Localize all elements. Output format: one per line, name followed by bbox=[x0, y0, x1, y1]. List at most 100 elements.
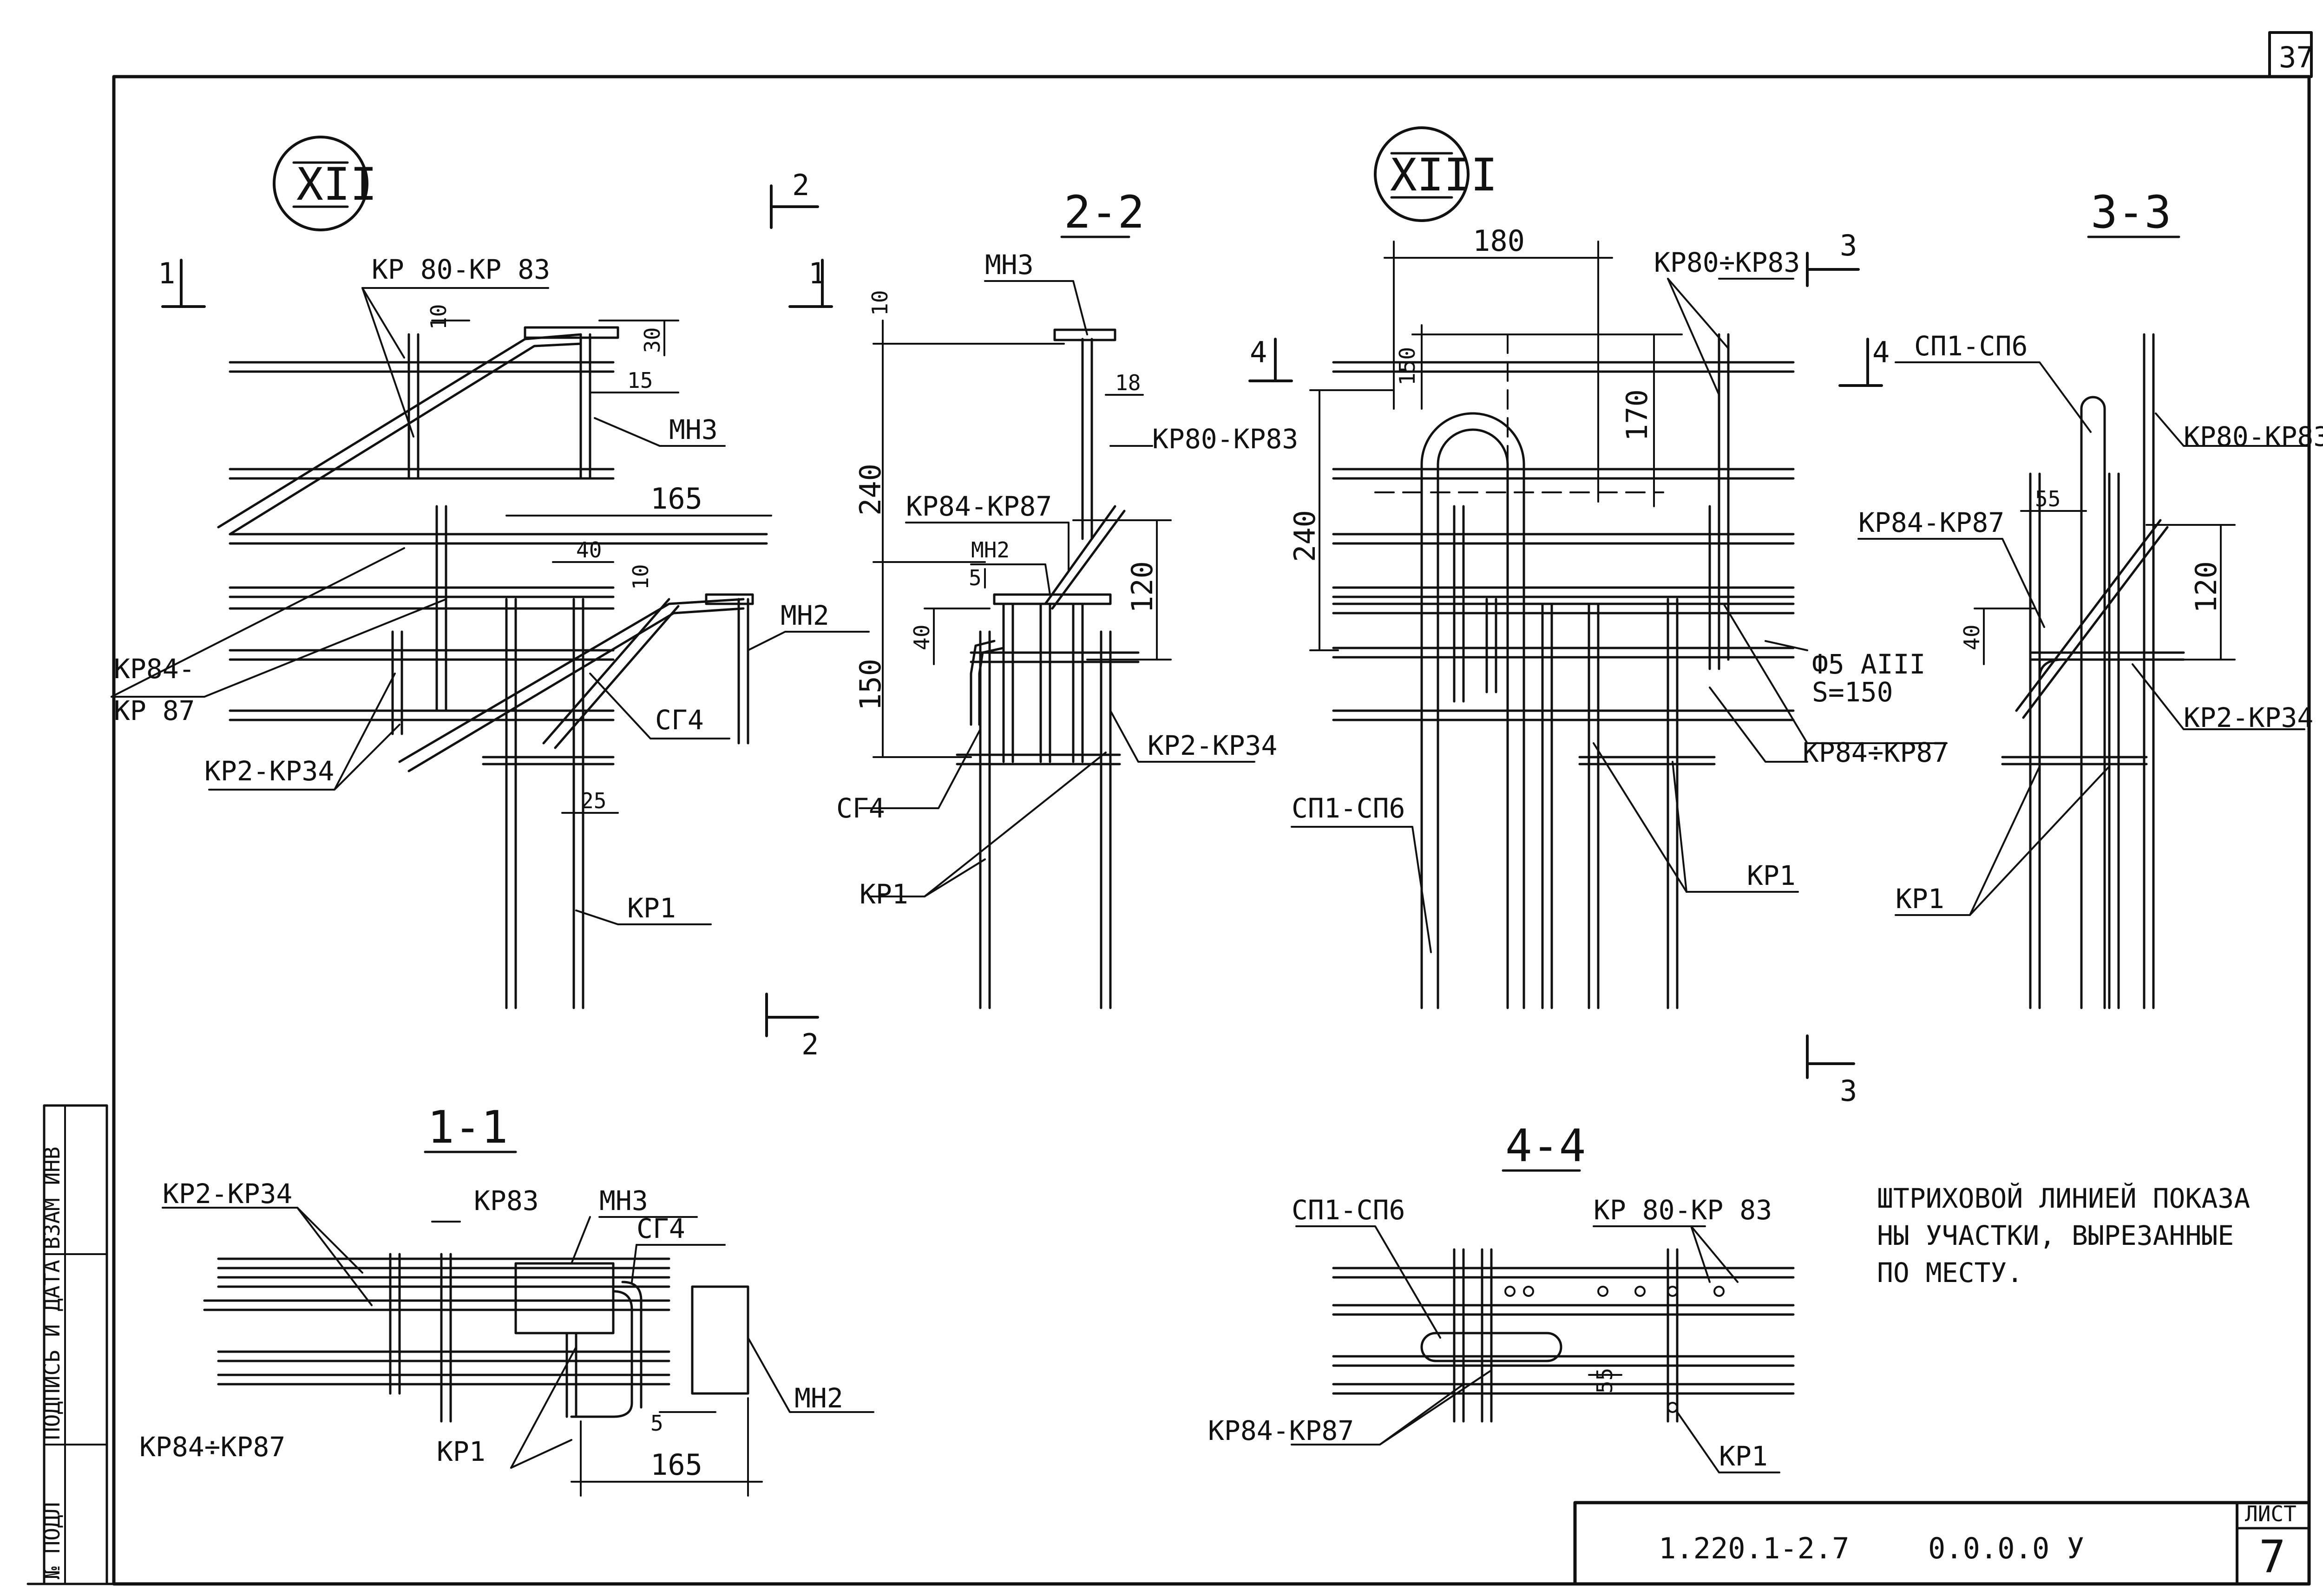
section-4-4: 55 СП1-СП6 КР 80-КР 83 КР84-КР87 КР1 bbox=[1208, 1194, 1795, 1473]
cut-mark-4-right-label: 4 bbox=[1872, 335, 1890, 369]
label-rebar-spacing-xiii: S=150 bbox=[1812, 676, 1893, 708]
note-line-2: НЫ УЧАСТКИ, ВЫРЕЗАННЫЕ bbox=[1877, 1220, 2234, 1251]
label-kp1-3-3: КР1 bbox=[1896, 883, 1944, 915]
dim-165-xii: 165 bbox=[650, 482, 702, 516]
label-sp1-sp6-xiii: СП1-СП6 bbox=[1292, 792, 1405, 824]
cut-mark-2-top-label: 2 bbox=[792, 168, 809, 202]
cut-mark-3-top-label: 3 bbox=[1840, 229, 1857, 262]
label-kp80-kp83-xiii: КР80÷КР83 bbox=[1654, 247, 1800, 278]
label-kp2-kp34-xii: КР2-КР34 bbox=[204, 755, 334, 787]
section-title-4-4: 4-4 bbox=[1505, 1120, 1586, 1172]
label-kp2-kp34-2-2: КР2-КР34 bbox=[1148, 730, 1277, 761]
cut-mark-2-bottom-label: 2 bbox=[801, 1027, 819, 1061]
cut-mark-3-bottom-label: 3 bbox=[1840, 1074, 1857, 1108]
cut-mark-3-top: 3 bbox=[1806, 229, 1860, 287]
dim-170-xiii: 170 bbox=[1620, 389, 1654, 441]
dim-15-xii: 15 bbox=[627, 368, 653, 393]
section-2-2: 10 18 240 120 40 150 5 МН3 КР80-КР83 КР8… bbox=[836, 249, 1298, 1009]
label-kp1-xii: КР1 bbox=[627, 892, 676, 924]
dim-55-4-4: 55 bbox=[1592, 1368, 1617, 1393]
label-mn2-1-1: МН2 bbox=[794, 1382, 843, 1414]
side-field-orig: № ПОДЛ bbox=[39, 1502, 65, 1579]
label-mn2-2-2: МН2 bbox=[971, 537, 1010, 563]
label-sp1-sp6-4-4: СП1-СП6 bbox=[1292, 1194, 1405, 1226]
dim-120-2-2: 120 bbox=[1125, 561, 1159, 613]
label-mn3-2-2: МН3 bbox=[985, 249, 1034, 281]
side-field-inv: ВЗАМ ИНВ bbox=[39, 1146, 65, 1249]
sheet-frame bbox=[26, 31, 2313, 1586]
detail-xiii: 180 150 170 240 КР80÷КР83 Ф5 АIII S=150 … bbox=[1288, 224, 1949, 1009]
label-sg4-xii: СГ4 bbox=[655, 704, 704, 736]
label-kp84-kp87-2-2: КР84-КР87 bbox=[906, 491, 1052, 522]
callout-xii: XII bbox=[273, 136, 377, 231]
dim-10-xii: 10 bbox=[426, 304, 451, 330]
cut-mark-1-left: 1 bbox=[158, 256, 206, 308]
dim-165-1-1: 165 bbox=[650, 1448, 702, 1482]
label-kp84-kp87-3-3: КР84-КР87 bbox=[1858, 507, 2004, 538]
cut-mark-4-right: 4 bbox=[1838, 335, 1890, 387]
label-kp1-1-1: КР1 bbox=[437, 1436, 486, 1467]
label-kp1-2-2: КР1 bbox=[860, 878, 908, 910]
dim-25-xii: 25 bbox=[581, 788, 606, 813]
section-title-3-3: 3-3 bbox=[2091, 186, 2171, 238]
dim-40-xii: 40 bbox=[576, 537, 602, 563]
dim-240-xiii: 240 bbox=[1288, 510, 1322, 562]
label-kp2-kp34-3-3: КР2-КР34 bbox=[2184, 702, 2313, 733]
dim-180-xiii: 180 bbox=[1473, 224, 1525, 258]
dim-10b-xii: 10 bbox=[628, 564, 653, 590]
dim-150-xiii: 150 bbox=[1395, 347, 1420, 386]
dim-5-1-1: 5 bbox=[650, 1411, 663, 1436]
dim-5-2-2: 5 bbox=[969, 565, 982, 590]
drawing-note: ШТРИХОВОЙ ЛИНИЕЙ ПОКАЗА НЫ УЧАСТКИ, ВЫРЕ… bbox=[1877, 1182, 2250, 1289]
cut-mark-4-left: 4 bbox=[1248, 335, 1293, 382]
callout-xii-label: XII bbox=[296, 158, 377, 210]
label-kp83-1-1: КР83 bbox=[474, 1185, 539, 1217]
label-kp80-kp83-4-4: КР 80-КР 83 bbox=[1594, 1194, 1772, 1226]
dim-120-3-3: 120 bbox=[2189, 561, 2223, 613]
cut-mark-1-right: 1 bbox=[788, 256, 833, 308]
dim-40-2-2: 40 bbox=[909, 625, 934, 650]
dim-150-2-2: 150 bbox=[853, 659, 887, 711]
dim-30-xii: 30 bbox=[640, 327, 665, 353]
label-kp1-4-4: КР1 bbox=[1719, 1440, 1768, 1472]
side-field-sign: ПОДПИСЬ И ДАТА bbox=[39, 1260, 65, 1440]
dim-240-2-2: 240 bbox=[853, 464, 887, 516]
cut-mark-1-left-label: 1 bbox=[158, 256, 175, 290]
label-kp2-kp34-1-1: КР2-КР34 bbox=[163, 1178, 292, 1210]
label-kp84-kp87-xii-line1: КР84- bbox=[114, 653, 195, 685]
cut-mark-1-right-label: 1 bbox=[808, 256, 826, 290]
stamp-sheet-label: ЛИСТ bbox=[2245, 1501, 2297, 1526]
cut-mark-4-left-label: 4 bbox=[1250, 335, 1267, 369]
dim-18-2-2: 18 bbox=[1115, 370, 1141, 395]
note-line-3: ПО МЕСТУ. bbox=[1877, 1257, 2023, 1289]
label-kp80-kp83-2-2: КР80-КР83 bbox=[1152, 423, 1298, 455]
label-kp84-kp87-xii-line2: КР 87 bbox=[114, 695, 195, 726]
cut-mark-3-bottom: 3 bbox=[1806, 1034, 1857, 1108]
label-sp1-sp6-3-3: СП1-СП6 bbox=[1914, 330, 2028, 362]
section-title-2-2: 2-2 bbox=[1064, 186, 1144, 238]
label-kp84-kp87-xiii: КР84÷КР87 bbox=[1803, 737, 1949, 768]
section-title-1-1: 1-1 bbox=[427, 1101, 508, 1153]
stamp-suffix: 0.0.0.0 У bbox=[1928, 1531, 2084, 1565]
label-mn2-xii: МН2 bbox=[781, 600, 829, 631]
dim-40-3-3: 40 bbox=[1959, 625, 1984, 650]
label-kp80-kp83-xii: КР 80-КР 83 bbox=[372, 254, 550, 285]
label-kp1-xiii: КР1 bbox=[1747, 860, 1796, 891]
label-sg4-1-1: СГ4 bbox=[637, 1213, 685, 1244]
callout-xiii-label: XIII bbox=[1390, 149, 1497, 201]
sheet-corner-number: 37 bbox=[2279, 40, 2314, 74]
label-sg4-2-2: СГ4 bbox=[836, 792, 885, 824]
dim-55-3-3: 55 bbox=[2035, 486, 2061, 511]
label-mn3-xii: МН3 bbox=[669, 414, 718, 445]
label-kp84-kp87-4-4: КР84-КР87 bbox=[1208, 1415, 1354, 1446]
label-kp84-kp87-1-1: КР84÷КР87 bbox=[139, 1431, 285, 1463]
section-3-3: 55 120 40 СП1-СП6 КР80-КР83 КР84-КР87 КР… bbox=[1857, 330, 2323, 1009]
label-rebar-xiii: Ф5 АIII bbox=[1812, 648, 1925, 680]
dim-10-2-2: 10 bbox=[867, 290, 892, 316]
section-1-1: 165 5 КР2-КР34 КР83 МН3 СГ4 МН2 КР84÷КР8… bbox=[139, 1178, 874, 1497]
stamp-sheet-number: 7 bbox=[2259, 1531, 2286, 1583]
label-kp80-kp83-3-3: КР80-КР83 bbox=[2184, 421, 2323, 452]
cut-mark-2-bottom: 2 bbox=[765, 993, 819, 1061]
note-line-1: ШТРИХОВОЙ ЛИНИЕЙ ПОКАЗА bbox=[1877, 1182, 2250, 1214]
